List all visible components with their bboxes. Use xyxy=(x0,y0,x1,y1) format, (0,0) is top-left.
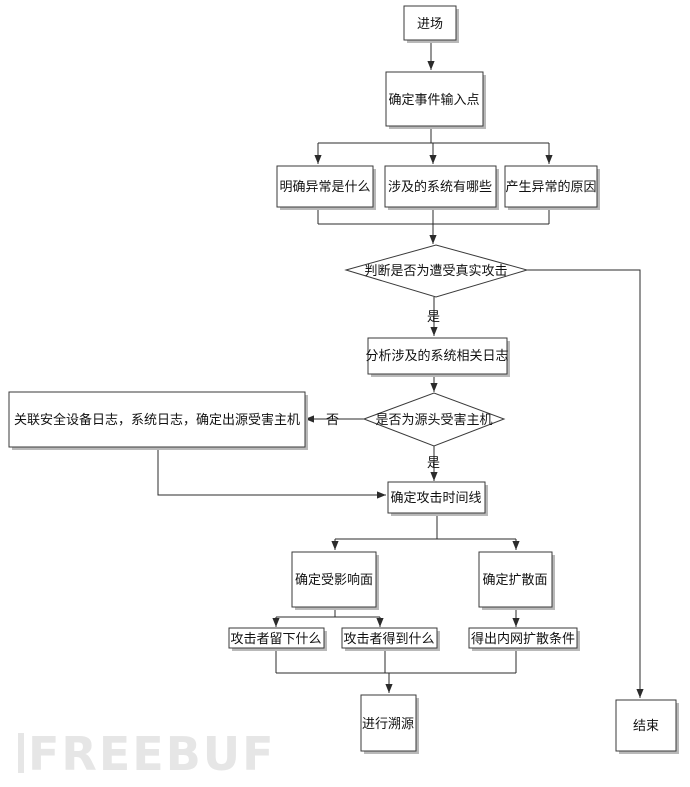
label-yes-2: 是 xyxy=(427,456,440,471)
node-affected-surface: 确定受影响面 xyxy=(291,551,379,610)
node-obtained-text: 攻击者得到什么 xyxy=(343,631,434,647)
node-analyze-logs-text: 分析涉及的系统相关日志 xyxy=(365,348,508,364)
label-no: 否 xyxy=(326,413,339,428)
node-end: 结束 xyxy=(615,699,679,754)
node-analyze-logs: 分析涉及的系统相关日志 xyxy=(365,337,510,377)
node-spread-surface: 确定扩散面 xyxy=(478,551,555,610)
watermark-logo: FREEBUF xyxy=(18,727,276,781)
node-input-point-text: 确定事件输入点 xyxy=(388,92,479,108)
node-real-attack-decision-text: 判断是否为遭受真实攻击 xyxy=(364,264,507,279)
node-source-host-decision: 是否为源头受害主机 xyxy=(362,392,506,447)
node-left-behind: 攻击者留下什么 xyxy=(228,627,327,651)
node-abnormal-cause-text: 产生异常的原因 xyxy=(505,179,596,195)
node-end-text: 结束 xyxy=(633,719,659,734)
node-obtained: 攻击者得到什么 xyxy=(341,627,440,651)
edge-not-attack-to-end xyxy=(527,269,644,698)
node-trace-source-text: 进行溯源 xyxy=(362,716,414,732)
connectors xyxy=(157,40,644,698)
node-timeline: 确定攻击时间线 xyxy=(387,481,488,516)
node-correlate-logs: 关联安全设备日志，系统日志，确定出源受害主机 xyxy=(8,391,308,450)
node-systems-involved: 涉及的系统有哪些 xyxy=(384,165,499,210)
node-affected-surface-text: 确定受影响面 xyxy=(295,572,373,588)
node-enter: 进场 xyxy=(403,5,459,43)
node-systems-involved-text: 涉及的系统有哪些 xyxy=(388,179,492,195)
node-enter-text: 进场 xyxy=(417,17,443,32)
node-correlate-logs-text: 关联安全设备日志，系统日志，确定出源受害主机 xyxy=(14,412,300,428)
node-what-abnormal: 明确异常是什么 xyxy=(276,165,376,210)
node-what-abnormal-text: 明确异常是什么 xyxy=(279,180,370,195)
node-real-attack-decision: 判断是否为遭受真实攻击 xyxy=(344,244,529,298)
node-left-behind-text: 攻击者留下什么 xyxy=(230,632,321,647)
label-yes-1: 是 xyxy=(427,310,440,325)
node-timeline-text: 确定攻击时间线 xyxy=(390,491,481,506)
node-spread-surface-text: 确定扩散面 xyxy=(482,573,547,588)
node-source-host-decision-text: 是否为源头受害主机 xyxy=(375,412,492,428)
node-spread-conditions: 得出内网扩散条件 xyxy=(468,627,580,651)
node-trace-source: 进行溯源 xyxy=(360,694,419,754)
node-abnormal-cause: 产生异常的原因 xyxy=(504,165,600,210)
node-spread-conditions-text: 得出内网扩散条件 xyxy=(471,631,575,647)
watermark-text: FREEBUF xyxy=(28,727,276,781)
edge-correlate-to-timeline xyxy=(157,447,386,499)
node-input-point: 确定事件输入点 xyxy=(385,71,486,129)
